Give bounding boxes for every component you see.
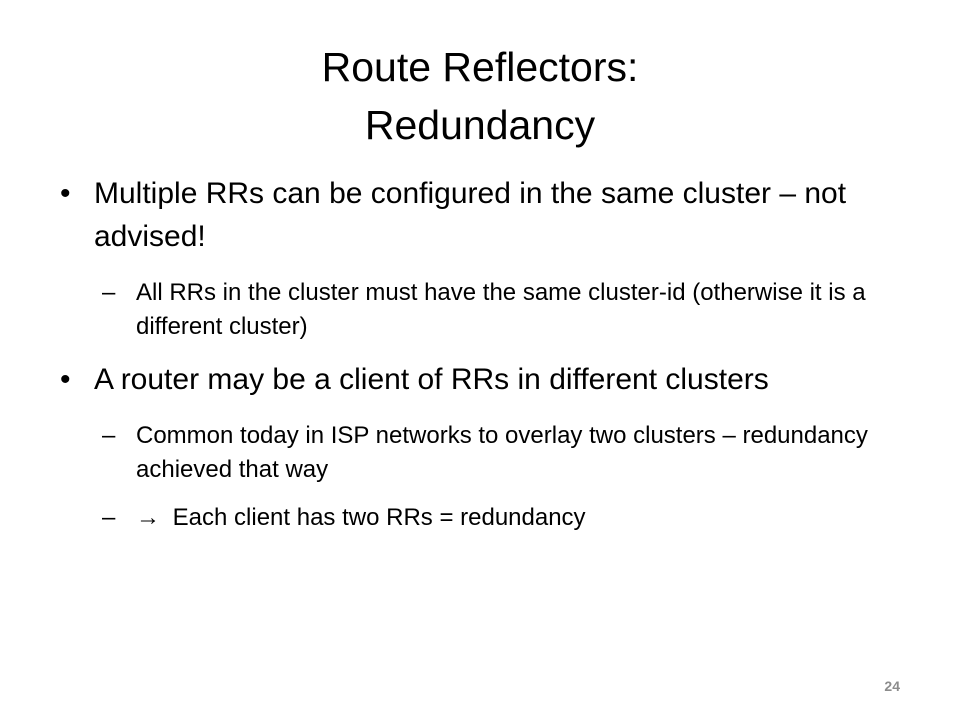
bullet-text: A router may be a client of RRs in diffe… [94,363,769,396]
bullet-dot-icon: • [60,177,71,210]
bullet-text: Multiple RRs can be configured in the sa… [94,177,847,253]
sub-bullet-text: Common today in ISP networks to overlay … [136,422,868,483]
sub-bullet-item: – All RRs in the cluster must have the s… [60,276,900,344]
dash-icon: – [102,422,116,449]
page-number: 24 [884,678,900,694]
dash-icon: – [102,279,116,306]
right-arrow-icon: → [136,504,160,531]
title-line-2: Redundancy [364,102,596,148]
sub-bullet-text: All RRs in the cluster must have the sam… [136,279,866,340]
slide-title: Route Reflectors: Redundancy [40,38,920,154]
bullet-item: • A router may be a client of RRs in dif… [60,358,900,401]
bullet-item: • Multiple RRs can be configured in the … [60,172,900,258]
sub-bullet-text: Each client has two RRs = redundancy [172,504,586,531]
bullet-dot-icon: • [60,363,71,396]
title-line-1: Route Reflectors: [321,44,639,90]
dash-icon: – [102,504,116,531]
sub-bullet-item: – Common today in ISP networks to overla… [60,419,900,487]
slide-body: • Multiple RRs can be configured in the … [60,172,900,549]
sub-bullet-item: – → Each client has two RRs = redundancy [60,501,900,535]
